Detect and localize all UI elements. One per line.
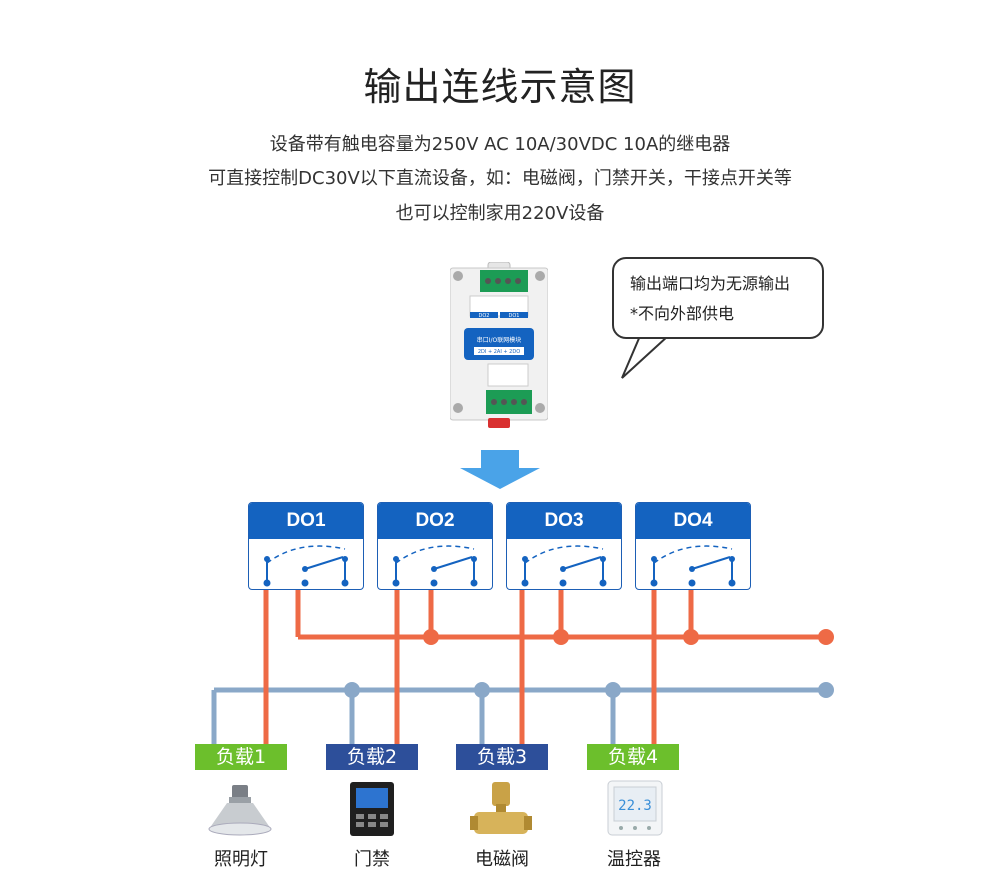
load-2-device: 门禁	[354, 849, 390, 870]
description-line-1: 设备带有触电容量为250V AC 10A/30VDC 10A的继电器	[269, 134, 731, 155]
relay-switch-icon	[650, 545, 736, 587]
load-3-label: 负载3	[456, 744, 548, 770]
load-4-label: 负载4	[587, 744, 679, 770]
callout-tail	[621, 335, 671, 379]
callout-bubble: 输出端口均为无源输出 *不向外部供电	[612, 257, 824, 339]
svg-text:22.3: 22.3	[618, 798, 652, 814]
neutral-junctions	[344, 682, 834, 698]
down-arrow	[460, 450, 540, 489]
output-do3: DO3	[506, 502, 622, 590]
relay-switch-icon	[521, 545, 607, 587]
load-2-label: 负载2	[326, 744, 418, 770]
output-do3-label: DO3	[507, 503, 621, 539]
relay-switch-icon	[263, 545, 349, 587]
high-bay-lamp-icon	[208, 785, 272, 836]
solenoid-valve-icon	[470, 782, 532, 834]
port-label-do2: DO2	[479, 313, 490, 319]
description-line-3: 也可以控制家用220V设备	[395, 203, 605, 224]
output-do4: DO4	[635, 502, 751, 590]
load-1-device: 照明灯	[214, 849, 268, 870]
load-4-device: 温控器	[607, 849, 661, 870]
module-io-spec: 2DI + 2AI + 2DO	[478, 349, 520, 355]
description-line-2: 可直接控制DC30V以下直流设备，如：电磁阀，门禁开关，干接点开关等	[208, 168, 792, 189]
port-label-do1: DO1	[509, 313, 520, 319]
output-do1: DO1	[248, 502, 364, 590]
callout-line-1: 输出端口均为无源输出	[630, 274, 791, 293]
io-module-device: DO2 DO1 串口I/O联网模块 2DI + 2AI + 2DO	[449, 261, 549, 432]
page-title: 输出连线示意图	[363, 65, 637, 109]
callout-line-2: *不向外部供电	[630, 304, 735, 323]
load-3-device: 电磁阀	[475, 849, 529, 870]
load-1-label: 负载1	[195, 744, 287, 770]
access-control-icon	[350, 782, 394, 836]
module-name: 串口I/O联网模块	[477, 336, 522, 344]
live-junctions	[423, 629, 834, 645]
output-do2-label: DO2	[378, 503, 492, 539]
output-do1-label: DO1	[249, 503, 363, 539]
output-do2: DO2	[377, 502, 493, 590]
module-image: DO2 DO1 串口I/O联网模块 2DI + 2AI + 2DO	[449, 261, 549, 428]
output-do4-label: DO4	[636, 503, 750, 539]
thermostat-icon: 22.3	[607, 780, 663, 836]
relay-switch-icon	[392, 545, 478, 587]
